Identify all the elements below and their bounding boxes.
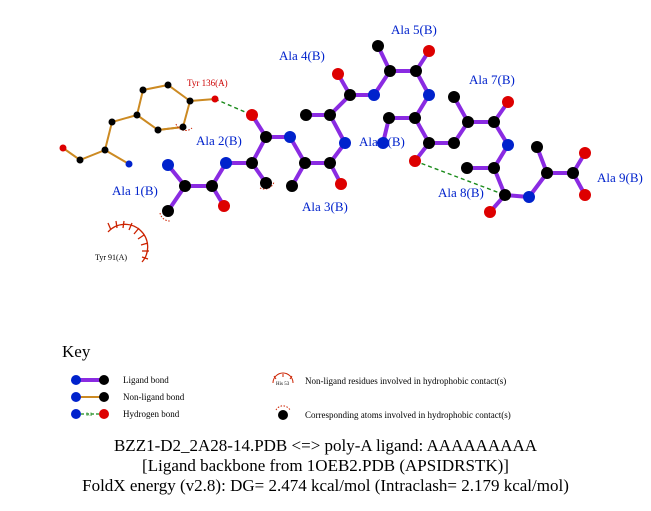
key-hydrophobic-atoms-label: Corresponding atoms involved in hydropho… bbox=[305, 410, 511, 420]
caption-line-3: FoldX energy (v2.8): DG= 2.474 kcal/mol … bbox=[82, 476, 569, 495]
tyr91-hydrophobic-arc bbox=[107, 220, 149, 263]
caption-line-1: BZZ1-D2_2A28-14.PDB <=> poly-A ligand: A… bbox=[113, 436, 538, 455]
label-ala3: Ala 3(B) bbox=[302, 199, 348, 214]
oxygen-atoms bbox=[59, 45, 591, 218]
key-non-ligand-bond-label: Non-ligand bond bbox=[123, 392, 185, 402]
nitrogen-atoms bbox=[125, 89, 535, 203]
label-ala1: Ala 1(B) bbox=[112, 183, 158, 198]
hydrogen-bonds bbox=[214, 98, 506, 196]
label-tyr136: Tyr 136(A) bbox=[187, 78, 228, 88]
label-ala4: Ala 4(B) bbox=[279, 48, 325, 63]
svg-text:His 53: His 53 bbox=[276, 382, 290, 387]
tyr136-sidechain bbox=[62, 83, 216, 165]
key-hydrogen-bond-label: Hydrogen bond bbox=[123, 409, 180, 419]
label-ala2: Ala 2(B) bbox=[196, 133, 242, 148]
key-hydrophobic-residues-label: Non-ligand residues involved in hydropho… bbox=[305, 376, 507, 386]
label-ala8: Ala 8(B) bbox=[438, 185, 484, 200]
key-ligand-bond-label: Ligand bond bbox=[123, 375, 169, 385]
label-tyr91: Tyr 91(A) bbox=[95, 253, 127, 262]
label-ala5: Ala 5(B) bbox=[391, 22, 437, 37]
residue-labels: Ala 1(B) Ala 2(B) Ala 3(B) Ala 4(B) Ala … bbox=[112, 22, 643, 214]
key-symbols: 3.0 His 53 bbox=[71, 372, 294, 420]
label-ala6: Ala 6(B) bbox=[359, 134, 405, 149]
label-ala9: Ala 9(B) bbox=[597, 170, 643, 185]
caption-line-2: [Ligand backbone from 1OEB2.PDB (APSIDRS… bbox=[142, 456, 509, 475]
carbon-atoms bbox=[76, 40, 579, 217]
ligand-backbone bbox=[166, 44, 587, 214]
svg-text:3.0: 3.0 bbox=[86, 413, 93, 418]
label-ala7: Ala 7(B) bbox=[469, 72, 515, 87]
key-title: Key bbox=[62, 342, 91, 361]
